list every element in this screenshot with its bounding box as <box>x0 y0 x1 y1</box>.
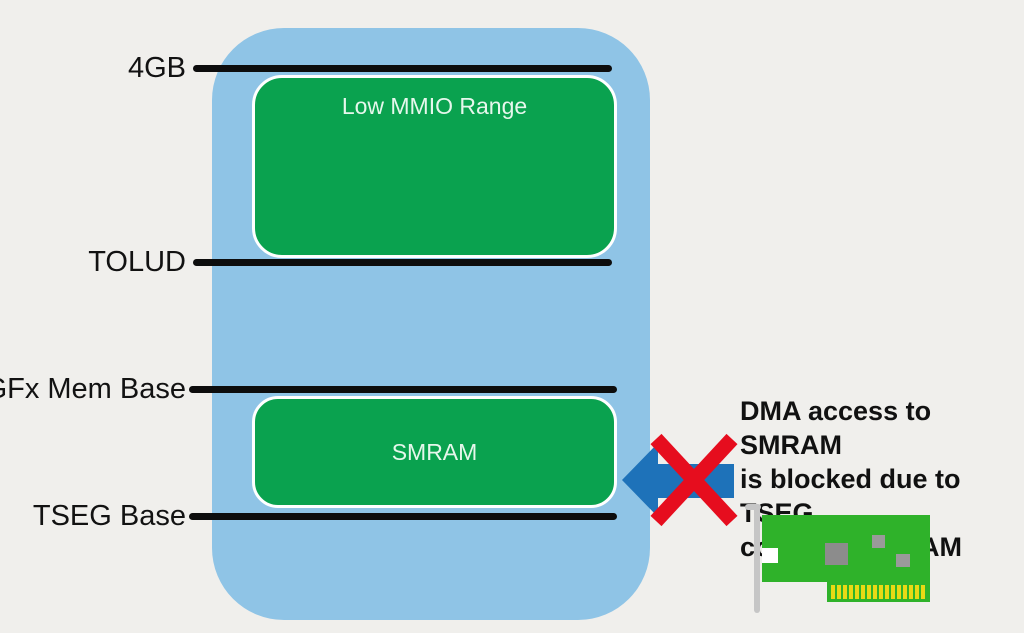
region-low-mmio-label: Low MMIO Range <box>341 93 528 119</box>
blocked-x-icon <box>650 433 738 527</box>
marker-label-4gb: 4GB <box>127 52 186 84</box>
region-smram-label: SMRAM <box>391 438 478 465</box>
pci-chip-large <box>825 543 848 565</box>
dma-annotation-line-2: is blocked due to TSEG <box>740 464 961 528</box>
pci-bracket <box>754 504 760 613</box>
pci-gold-pins <box>831 585 926 599</box>
boundary-line-4gb <box>193 65 612 72</box>
pci-card-icon <box>742 500 937 620</box>
boundary-line-tolud <box>193 259 612 266</box>
pci-chip-small-2 <box>896 554 910 567</box>
pci-chip-small-1 <box>872 535 885 548</box>
pci-edge-connector <box>827 582 930 602</box>
marker-label-tseg-base: TSEG Base <box>32 500 186 532</box>
left-arrow-icon <box>622 443 734 517</box>
pci-port-notch <box>762 548 778 563</box>
marker-label-gfx-mem-base: GFx Mem Base <box>0 373 186 405</box>
boundary-line-tseg-base <box>189 513 617 520</box>
region-low-mmio-range: Low MMIO Range <box>252 75 617 258</box>
boundary-line-gfx-mem-base <box>189 386 617 393</box>
region-smram: SMRAM <box>252 396 617 508</box>
marker-label-tolud: TOLUD <box>88 246 186 278</box>
dma-annotation-line-1: DMA access to SMRAM <box>740 396 932 460</box>
blocked-dma-arrow-icon <box>622 433 738 527</box>
pci-bracket-tab <box>745 504 761 510</box>
